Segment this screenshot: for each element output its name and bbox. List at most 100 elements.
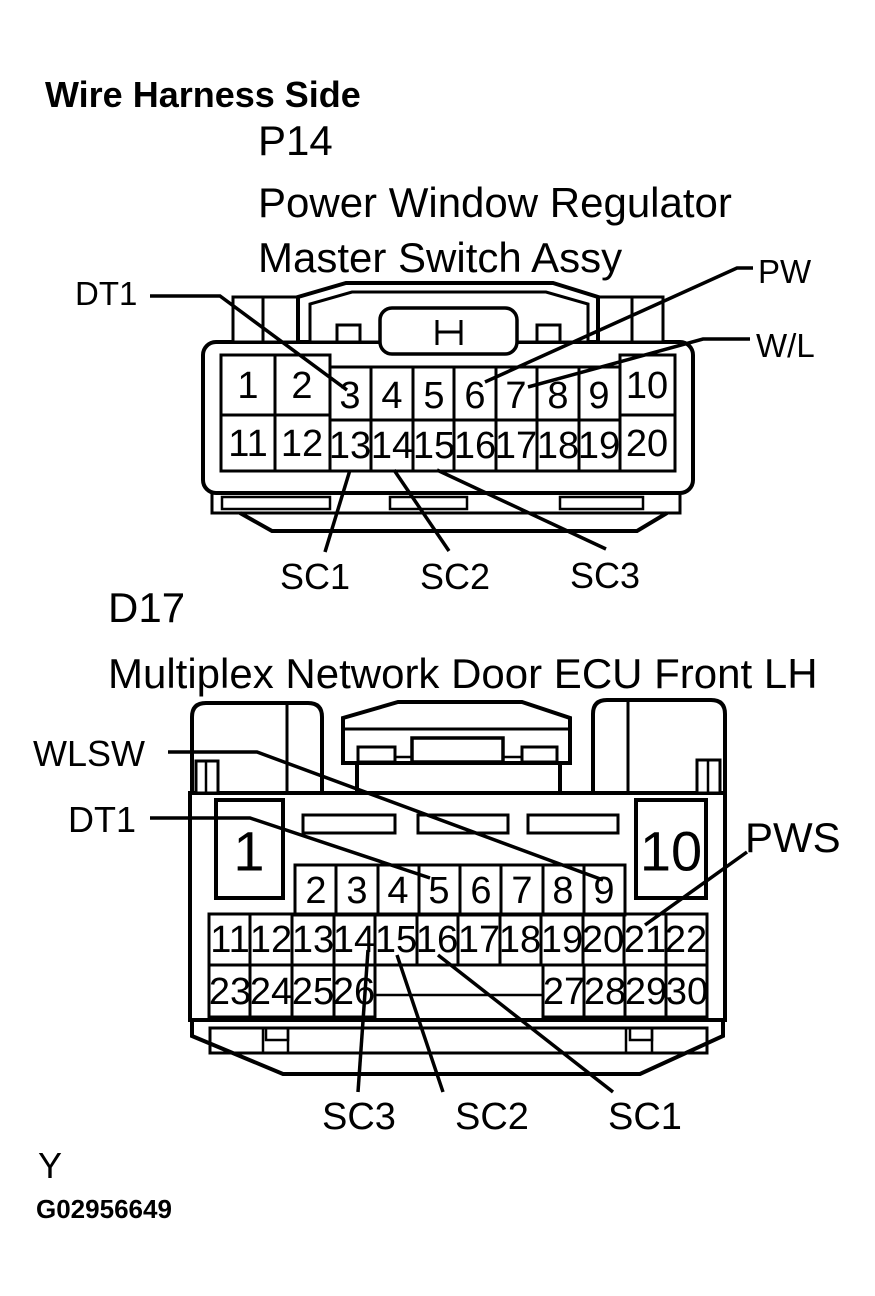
d17-pin-30: 30 — [666, 971, 708, 1013]
p14-pin-16: 16 — [454, 425, 496, 467]
d17-left-lobe — [190, 701, 324, 795]
d17-connector-id: D17 — [108, 584, 185, 631]
d17-pin-18: 18 — [499, 919, 541, 961]
p14-bottom-band — [210, 491, 682, 515]
d17-pin10-cell — [634, 798, 708, 900]
d17-label-sc2: SC2 — [455, 1096, 529, 1138]
d17-body — [188, 791, 727, 1022]
p14-hood-step-left — [335, 323, 362, 344]
d17-label-pws: PWS — [745, 814, 841, 861]
p14-skirt — [239, 511, 669, 533]
d17-right-lobe — [591, 698, 727, 795]
d17-pin-20: 20 — [582, 919, 624, 961]
p14-bottom — [210, 491, 682, 533]
p14-pin-1: 1 — [237, 365, 258, 407]
d17-pin-2: 2 — [305, 870, 326, 912]
p14-left-tab — [231, 295, 300, 344]
p14-pin-3: 3 — [339, 375, 360, 417]
p14-pin-6: 6 — [464, 375, 485, 417]
p14-pin-grid — [219, 353, 677, 473]
d17-pin-numbers-row3: 23 24 25 26 27 28 29 30 — [209, 971, 708, 1013]
p14-label-dt1: DT1 — [75, 275, 137, 312]
p14-hood-step-right — [535, 323, 562, 344]
p14-label-wl: W/L — [756, 327, 815, 364]
d17-pin-9: 9 — [593, 870, 614, 912]
d17-pin-12: 12 — [250, 919, 292, 961]
p14-label-pw: PW — [758, 253, 812, 290]
d17-pin-22: 22 — [665, 919, 707, 961]
d17-top-lobes — [190, 698, 727, 795]
d17-bottom-band — [208, 1026, 709, 1055]
d17-hood-left-block — [356, 745, 397, 764]
d17-pin-5: 5 — [428, 870, 449, 912]
p14-connector-name-line2: Master Switch Assy — [258, 234, 622, 281]
p14-pin-7: 7 — [505, 375, 526, 417]
p14-bottom-slot-left — [220, 495, 332, 511]
p14-label-sc1: SC1 — [280, 556, 350, 597]
d17-label-dt1: DT1 — [68, 799, 136, 840]
p14-connector-id: P14 — [258, 117, 333, 164]
p14-leader-sc3 — [436, 468, 607, 551]
d17-hood — [341, 700, 572, 793]
p14-pin-15: 15 — [413, 425, 455, 467]
d17-connector: 1 10 2 3 4 5 6 7 8 9 11 12 13 14 15 16 1… — [33, 698, 841, 1138]
p14-bottom-slot-center — [388, 495, 469, 511]
d17-pin-numbers-mid: 2 3 4 5 6 7 8 9 — [305, 870, 614, 912]
d17-pin-28: 28 — [584, 971, 626, 1013]
p14-pin-2: 2 — [291, 365, 312, 407]
d17-leader-sc2 — [395, 954, 445, 1093]
p14-pin-11: 11 — [228, 423, 267, 465]
d17-pin-27: 27 — [543, 971, 585, 1013]
p14-pin-13: 13 — [329, 425, 371, 467]
page-title: Wire Harness Side — [45, 74, 361, 115]
d17-pin-6: 6 — [470, 870, 491, 912]
footer-y-label: Y — [38, 1145, 62, 1186]
p14-hood — [296, 281, 600, 356]
d17-pin-26: 26 — [333, 971, 375, 1013]
d17-pin-7: 7 — [511, 870, 532, 912]
d17-leader-pws — [643, 850, 749, 927]
p14-pin-8: 8 — [547, 375, 568, 417]
d17-skirt — [190, 1020, 725, 1076]
d17-pin-10: 10 — [640, 820, 702, 883]
p14-connector: 1 2 3 4 5 6 7 8 9 10 11 12 13 14 15 16 1… — [75, 253, 815, 597]
d17-pin-15: 15 — [375, 919, 417, 961]
p14-pin-18: 18 — [537, 425, 579, 467]
p14-pin-5: 5 — [423, 375, 444, 417]
p14-pin-numbers-row1: 1 2 3 4 5 6 7 8 9 10 — [237, 365, 668, 417]
p14-pin-20: 20 — [626, 423, 668, 465]
d17-hood-outer — [341, 700, 572, 765]
d17-label-wlsw: WLSW — [33, 733, 145, 774]
d17-pin-29: 29 — [625, 971, 667, 1013]
d17-pin-11: 11 — [210, 919, 249, 961]
d17-pin-24: 24 — [250, 971, 292, 1013]
d17-hood-right-block — [520, 745, 559, 764]
d17-bottom — [190, 1020, 725, 1076]
d17-pin-4: 4 — [387, 870, 408, 912]
d17-pin-21: 21 — [624, 919, 666, 961]
d17-leader-sc1 — [436, 953, 615, 1094]
p14-leader-sc1 — [323, 469, 352, 553]
p14-leader-dt1 — [150, 294, 349, 392]
p14-pin-4: 4 — [381, 375, 402, 417]
d17-pin-3: 3 — [346, 870, 367, 912]
p14-label-sc3: SC3 — [570, 555, 640, 596]
p14-pin-14: 14 — [371, 425, 413, 467]
p14-leader-wl — [527, 337, 750, 389]
d17-hood-center-block — [410, 736, 505, 764]
d17-leaders — [150, 750, 749, 1094]
d17-pin-grid — [207, 863, 709, 1019]
d17-label-sc3: SC3 — [322, 1096, 396, 1138]
d17-pin-25: 25 — [292, 971, 334, 1013]
d17-leader-wlsw — [168, 750, 604, 882]
p14-leader-sc2 — [392, 469, 451, 552]
figure-id: G02956649 — [36, 1194, 172, 1224]
d17-pin-19: 19 — [541, 919, 583, 961]
d17-connector-name: Multiplex Network Door ECU Front LH — [108, 650, 818, 697]
p14-label-sc2: SC2 — [420, 556, 490, 597]
d17-pin-13: 13 — [292, 919, 334, 961]
p14-pin-9: 9 — [588, 375, 609, 417]
d17-pin-17: 17 — [458, 919, 500, 961]
p14-leader-pw — [484, 266, 753, 384]
